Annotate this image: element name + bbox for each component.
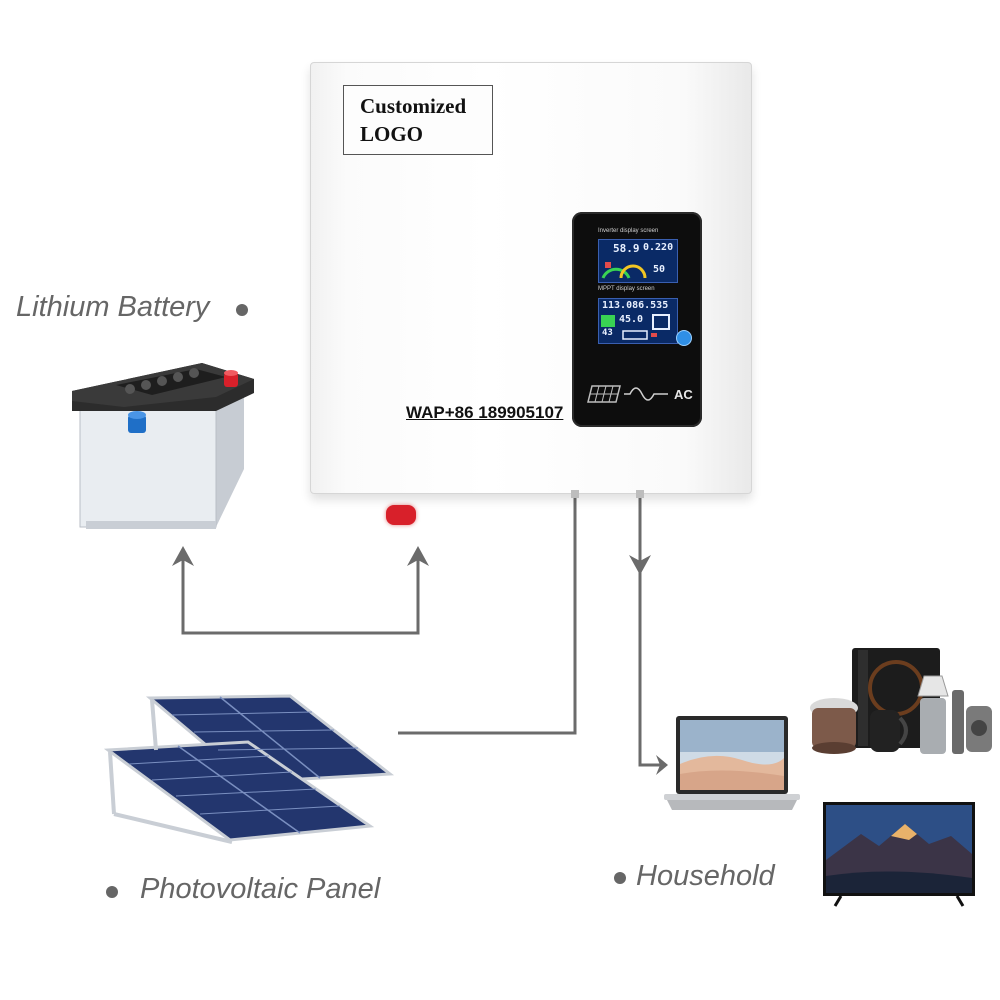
cabinet-port-left: [571, 490, 579, 498]
battery-arrow-left: [172, 546, 194, 566]
battery-icon: [72, 363, 254, 529]
laptop-icon: [664, 716, 800, 810]
household-label-dot: [614, 872, 626, 884]
display-panel: Inverter display screen 58.9 0.220 50 MP…: [572, 212, 702, 427]
pv-label-dot: [106, 886, 118, 898]
battery-arrow-right: [407, 546, 429, 566]
inverter-display-caption: Inverter display screen: [598, 228, 659, 234]
battery-label: Lithium Battery: [16, 291, 210, 323]
household-connection: [638, 493, 663, 767]
cabinet-port-right: [636, 490, 644, 498]
readout-battery: 43: [602, 328, 613, 338]
set-button[interactable]: [676, 330, 692, 346]
logo-line-2: LOGO: [360, 122, 424, 146]
tv-icon: [823, 802, 975, 907]
household-arrow-right: [656, 755, 668, 775]
solar-symbol-icon: [587, 385, 621, 403]
inverter-lcd: 58.9 0.220 50: [598, 239, 678, 283]
customized-logo-box: Customized LOGO: [343, 85, 493, 155]
mppt-status-icons: [601, 314, 670, 340]
readout-energy: 113.086.535: [602, 300, 669, 311]
cable-gland: [386, 505, 416, 525]
sine-wave-icon: [624, 387, 668, 401]
pv-label: Photovoltaic Panel: [140, 873, 381, 905]
household-label: Household: [636, 860, 775, 892]
readout-current: 0.220: [643, 242, 674, 253]
readout-pv-voltage: 45.0: [619, 314, 644, 325]
solar-panel-icon: [104, 694, 395, 844]
battery-label-dot: [236, 304, 248, 316]
household-arrow-down: [629, 555, 651, 575]
readout-voltage: 58.9: [613, 242, 640, 255]
battery-connection: [181, 560, 420, 635]
mppt-lcd: 113.086.535 45.0 43: [598, 298, 678, 344]
inverter-gauge-icon: [601, 262, 647, 279]
appliances-icon: [810, 648, 992, 754]
logo-line-1: Customized: [360, 94, 467, 118]
pv-connection: [398, 493, 577, 735]
readout-frequency: 50: [653, 264, 666, 275]
mppt-display-caption: MPPT display screen: [598, 286, 655, 292]
ac-label: AC: [674, 387, 693, 402]
contact-text: WAP+86 189905107: [406, 403, 564, 422]
